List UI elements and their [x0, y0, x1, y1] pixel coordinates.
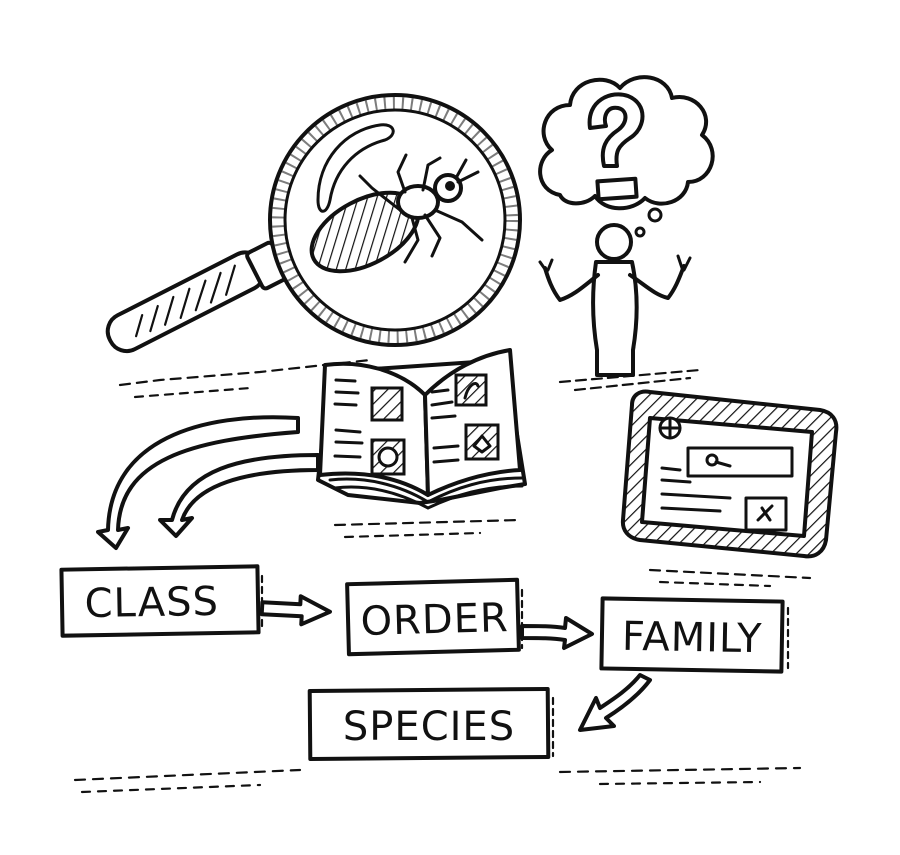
box-family: FAMILY [599, 596, 790, 674]
box-order: ORDER [345, 577, 524, 657]
question-mark-icon [538, 75, 715, 238]
arrow-order-family [520, 616, 594, 650]
bug-icon [309, 153, 484, 274]
box-species: SPECIES [307, 686, 555, 762]
tablet-icon [620, 389, 839, 588]
ground-marks [118, 358, 372, 399]
arrows-to-class [96, 415, 320, 550]
label-family: FAMILY [622, 614, 763, 662]
label-order: ORDER [360, 595, 509, 645]
open-book-icon [286, 348, 634, 539]
arrow-class-order [259, 594, 332, 627]
label-species: SPECIES [343, 704, 515, 750]
ground-dashes [73, 766, 802, 794]
box-class: CLASS [59, 564, 264, 638]
arrow-family-species [578, 673, 652, 732]
magnifying-glass-icon [105, 93, 522, 354]
confused-person-icon [538, 223, 702, 392]
label-class: CLASS [84, 579, 219, 627]
